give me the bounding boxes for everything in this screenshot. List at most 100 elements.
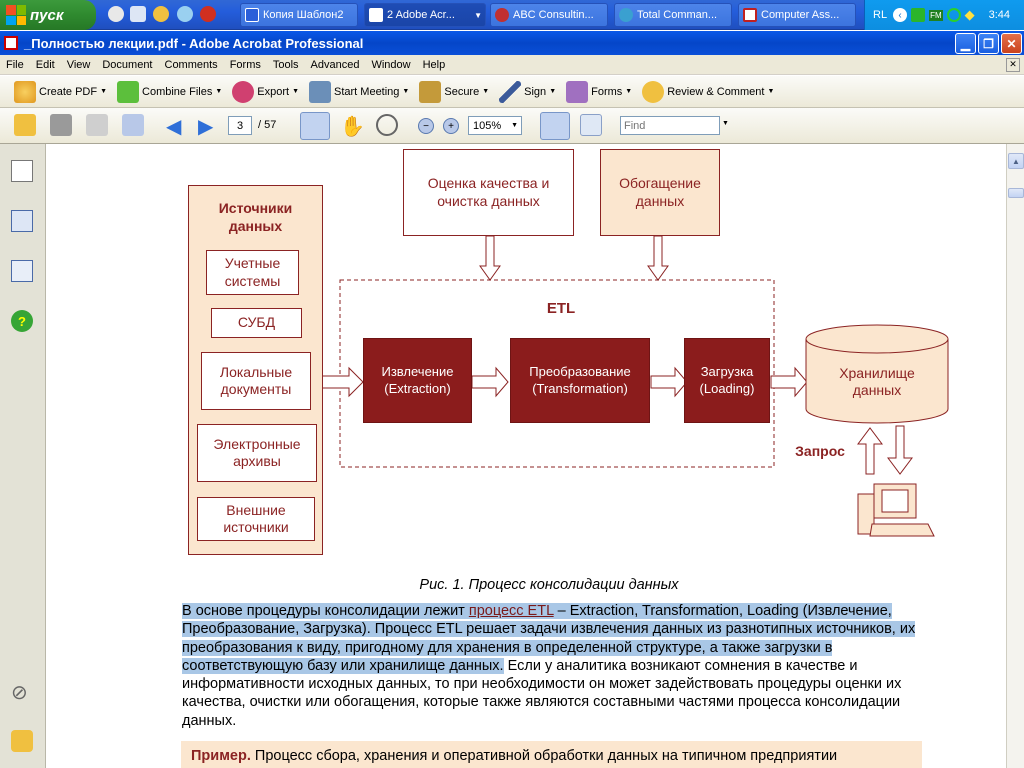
combine-files-button[interactable]: Combine Files▼ <box>117 80 223 103</box>
word-icon <box>245 8 259 22</box>
comments-icon[interactable] <box>11 730 33 752</box>
hand-tool-icon[interactable]: ✋ <box>340 116 365 138</box>
source-local-docs: Локальные документы <box>201 352 311 410</box>
acrobat-icon <box>4 36 18 50</box>
menu-advanced[interactable]: Advanced <box>310 58 360 71</box>
security-icon[interactable]: ◆ <box>964 7 975 22</box>
zoom-out-icon[interactable]: − <box>418 118 434 134</box>
extract-box: Извлечение (Extraction) <box>363 338 472 423</box>
fit-width-icon[interactable] <box>540 112 570 140</box>
menu-comments[interactable]: Comments <box>164 58 218 71</box>
menu-edit[interactable]: Edit <box>35 58 55 71</box>
menu-help[interactable]: Help <box>422 58 446 71</box>
comment-icon <box>642 80 665 103</box>
menu-tools[interactable]: Tools <box>272 58 299 71</box>
zoom-in-icon[interactable]: + <box>443 118 459 134</box>
opera-icon[interactable] <box>200 6 216 22</box>
sign-button[interactable]: Sign▼ <box>499 80 556 103</box>
menu-view[interactable]: View <box>66 58 91 71</box>
chevron-down-icon: ▼ <box>292 88 299 95</box>
task-acrobat[interactable]: 2 Adobe Acr...▼ <box>364 3 486 27</box>
task-word[interactable]: Копия Шаблон2 <box>240 3 358 27</box>
network-icon[interactable] <box>911 8 926 22</box>
document-view[interactable]: Источники данных Учетные системы СУБД Ло… <box>46 144 1006 768</box>
select-tool-icon[interactable] <box>300 112 330 140</box>
menu-document[interactable]: Document <box>102 58 153 71</box>
fit-page-icon[interactable] <box>580 114 602 136</box>
arrow-down-icon <box>887 425 913 475</box>
email-icon[interactable] <box>153 6 169 22</box>
computer-icon <box>857 483 935 537</box>
pages-icon[interactable] <box>11 160 33 182</box>
task-abc[interactable]: ABC Consultin... <box>490 3 608 27</box>
chevron-down-icon[interactable]: ▼ <box>722 120 729 127</box>
zoom-select[interactable]: 105%▼ <box>468 116 522 135</box>
page-number-input[interactable] <box>228 116 252 135</box>
storage-cylinder-icon <box>805 339 949 424</box>
create-pdf-button[interactable]: Create PDF▼ <box>14 80 107 103</box>
forms-button[interactable]: Forms▼ <box>566 80 633 103</box>
document-icon[interactable] <box>130 6 146 22</box>
scroll-thumb[interactable] <box>1008 188 1024 198</box>
menu-window[interactable]: Window <box>371 58 411 71</box>
arrow-down-icon <box>479 235 501 281</box>
chevron-down-icon: ▼ <box>625 88 633 95</box>
export-icon <box>232 80 255 103</box>
task-computer-assist[interactable]: Computer Ass... <box>738 3 856 27</box>
media-player-icon[interactable] <box>108 6 124 22</box>
start-label: пуск <box>30 6 64 24</box>
open-icon[interactable] <box>14 114 36 136</box>
arrow-right-icon <box>320 366 364 398</box>
minimize-button[interactable]: ▁ <box>955 33 976 54</box>
app-icon <box>495 8 509 22</box>
secure-button[interactable]: Secure▼ <box>419 80 489 103</box>
print-icon[interactable] <box>50 114 72 136</box>
antivirus-icon[interactable] <box>946 8 961 22</box>
review-comment-button[interactable]: Review & Comment▼ <box>642 80 774 103</box>
start-button[interactable]: пуск <box>0 0 96 30</box>
start-meeting-button[interactable]: Start Meeting▼ <box>309 80 409 103</box>
help-icon[interactable]: ? <box>11 310 33 332</box>
vertical-scrollbar[interactable]: ▲ <box>1006 144 1024 768</box>
storage-cylinder-top <box>805 324 949 354</box>
scroll-up-button[interactable]: ▲ <box>1008 153 1024 169</box>
clock: 3:44 <box>988 9 1011 21</box>
source-external: Внешние источники <box>197 497 315 541</box>
quality-box: Оценка качества и очистка данных <box>403 149 574 236</box>
acrobat-icon <box>369 8 383 22</box>
arrow-right-icon <box>770 366 808 398</box>
menu-file[interactable]: File <box>6 58 24 71</box>
forms-icon <box>566 80 589 103</box>
close-button[interactable]: ✕ <box>1001 33 1022 54</box>
close-document-icon[interactable]: ✕ <box>1006 57 1020 72</box>
example-label: Пример. <box>191 748 251 764</box>
window-titlebar[interactable]: _Полностью лекции.pdf - Adobe Acrobat Pr… <box>0 31 1024 55</box>
email-icon[interactable] <box>122 114 144 136</box>
chevron-left-icon[interactable]: ‹ <box>893 8 908 22</box>
arrow-right-icon <box>471 366 509 398</box>
fm-indicator[interactable]: FM <box>929 9 943 21</box>
task-total-commander[interactable]: Total Comman... <box>614 3 732 27</box>
etl-frame <box>339 279 775 468</box>
menu-forms[interactable]: Forms <box>229 58 261 71</box>
chevron-down-icon: ▼ <box>215 88 223 95</box>
enrich-box: Обогащение данных <box>600 149 720 236</box>
browser-icon[interactable] <box>177 6 193 22</box>
language-indicator[interactable]: RL <box>873 9 888 21</box>
signatures-icon[interactable] <box>11 260 33 282</box>
source-accounting: Учетные системы <box>206 250 299 295</box>
zoom-tool-icon[interactable] <box>376 114 398 136</box>
maximize-button[interactable]: ❐ <box>978 33 999 54</box>
save-icon[interactable] <box>86 114 108 136</box>
next-page-icon[interactable]: ▶ <box>198 116 214 138</box>
export-button[interactable]: Export▼ <box>232 80 299 103</box>
total-commander-icon <box>619 8 633 22</box>
bookmarks-icon[interactable] <box>11 210 33 232</box>
etl-link[interactable]: процесс ETL <box>468 603 554 619</box>
attachments-icon[interactable]: ⊘ <box>11 682 28 704</box>
tasks-toolbar: Create PDF▼ Combine Files▼ Export▼ Start… <box>0 76 1024 108</box>
source-archives: Электронные архивы <box>197 424 317 482</box>
find-input[interactable] <box>620 116 720 135</box>
navigation-toolbar: ◀ ▶ / 57 ✋ − + 105%▼ ▼ <box>0 108 1024 144</box>
previous-page-icon[interactable]: ◀ <box>166 116 182 138</box>
